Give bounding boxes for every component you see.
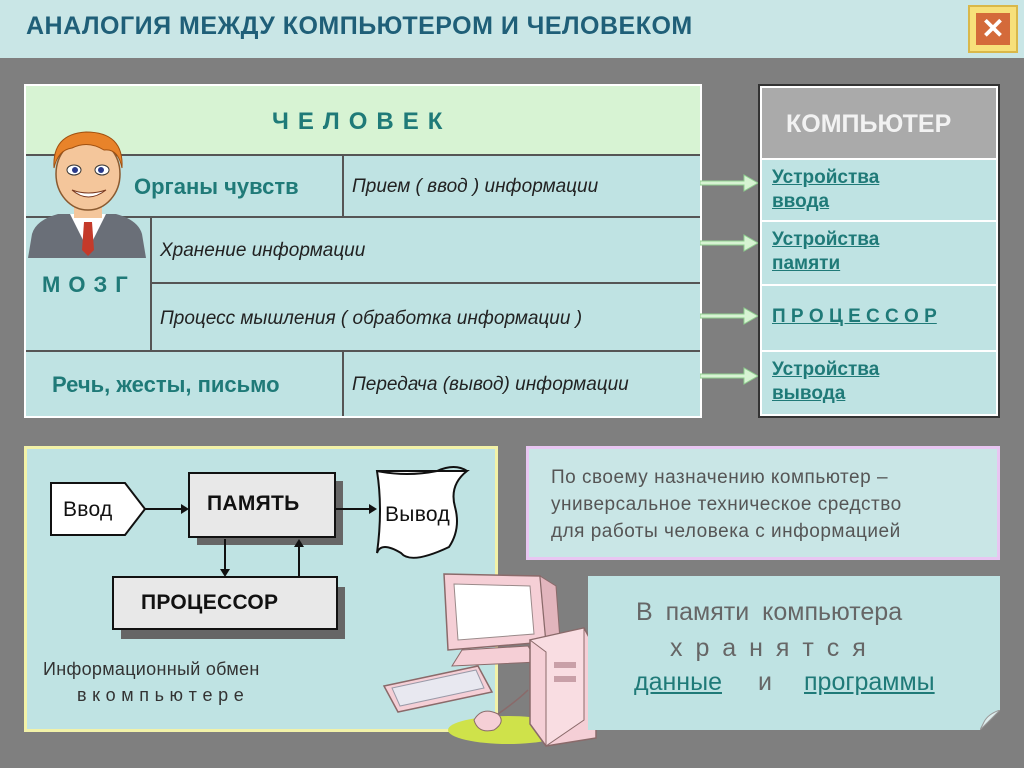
output-shape-label: Вывод — [385, 503, 450, 526]
processor-box-label: ПРОЦЕССОР — [141, 591, 279, 614]
output-devices-link[interactable]: Устройства вывода — [772, 358, 879, 406]
storage-info-text: Хранение информации — [160, 240, 366, 261]
memory-note-line2: х р а н я т с я — [670, 634, 869, 662]
memory-devices-line2[interactable]: памяти — [772, 253, 841, 274]
output-info-text: Передача (вывод) информации — [352, 374, 629, 395]
memory-note: В памяти компьютера х р а н я т с я данн… — [588, 576, 1000, 730]
memory-box-label: ПАМЯТЬ — [207, 492, 300, 515]
input-info-text: Прием ( ввод ) информации — [352, 176, 599, 197]
processor-cell[interactable]: П Р О Ц Е С С О Р — [762, 286, 996, 350]
divider — [150, 216, 152, 350]
computer-illustration-icon — [382, 573, 597, 747]
sense-organs-label: Органы чувств — [134, 174, 299, 199]
processing-info-text: Процесс мышления ( обработка информации … — [160, 308, 583, 329]
data-link[interactable]: данные — [634, 668, 722, 696]
page-curl-icon — [980, 710, 1000, 730]
input-devices-link[interactable]: Устройства ввода — [772, 166, 879, 214]
divider — [342, 350, 344, 416]
divider — [26, 216, 700, 218]
human-table-header: ЧЕЛОВЕК — [26, 86, 700, 154]
and-word: и — [758, 668, 772, 696]
divider — [26, 350, 700, 352]
purpose-note-line2: универсальное техническое средство — [551, 494, 902, 515]
computer-table-header: КОМПЬЮТЕР — [762, 88, 996, 158]
exchange-caption-line1: Информационный обмен — [43, 659, 260, 679]
human-table: ЧЕЛОВЕК Органы чувств Прием ( ввод ) инф… — [24, 84, 702, 418]
input-devices-cell[interactable]: Устройства ввода — [762, 160, 996, 220]
memory-devices-line1[interactable]: Устройства — [772, 229, 880, 250]
memory-note-line1: В памяти компьютера — [636, 598, 903, 626]
arrow-right-icon — [700, 174, 760, 192]
memory-devices-link[interactable]: Устройства памяти — [772, 228, 879, 276]
divider — [150, 282, 700, 284]
input-devices-line1[interactable]: Устройства — [772, 167, 880, 188]
divider — [342, 154, 344, 216]
input-shape-label: Ввод — [63, 498, 113, 521]
purpose-note-line3: для работы человека с информацией — [551, 521, 901, 542]
output-devices-cell[interactable]: Устройства вывода — [762, 352, 996, 414]
computer-title: КОМПЬЮТЕР — [786, 110, 952, 138]
person-avatar-icon — [28, 131, 146, 258]
page-title: АНАЛОГИЯ МЕЖДУ КОМПЬЮТЕРОМ И ЧЕЛОВЕКОМ — [26, 12, 693, 40]
exchange-caption-line2: в к о м п ь ю т е р е — [77, 685, 245, 705]
arrow-right-icon — [700, 307, 760, 325]
exchange-diagram-shapes — [50, 466, 470, 639]
close-icon[interactable]: ✕ — [976, 13, 1010, 45]
arrow-right-icon — [700, 367, 760, 385]
programs-link[interactable]: программы — [804, 668, 935, 696]
close-button[interactable]: ✕ — [968, 5, 1018, 53]
purpose-note: По своему назначению компьютер – универс… — [526, 446, 1000, 560]
speech-label: Речь, жесты, письмо — [52, 372, 280, 397]
processor-link[interactable]: П Р О Ц Е С С О Р — [772, 306, 937, 327]
computer-table: КОМПЬЮТЕР Устройства ввода Устройства па… — [758, 84, 1000, 418]
input-devices-line2[interactable]: ввода — [772, 191, 830, 212]
arrow-right-icon — [700, 234, 760, 252]
human-title: ЧЕЛОВЕК — [272, 108, 452, 135]
purpose-note-line1: По своему назначению компьютер – — [551, 467, 889, 488]
output-devices-line2[interactable]: вывода — [772, 383, 846, 404]
output-devices-line1[interactable]: Устройства — [772, 359, 880, 380]
brain-label: МОЗГ — [42, 272, 136, 297]
memory-devices-cell[interactable]: Устройства памяти — [762, 222, 996, 284]
header-bar: АНАЛОГИЯ МЕЖДУ КОМПЬЮТЕРОМ И ЧЕЛОВЕКОМ ✕ — [0, 0, 1024, 58]
divider — [26, 154, 700, 156]
